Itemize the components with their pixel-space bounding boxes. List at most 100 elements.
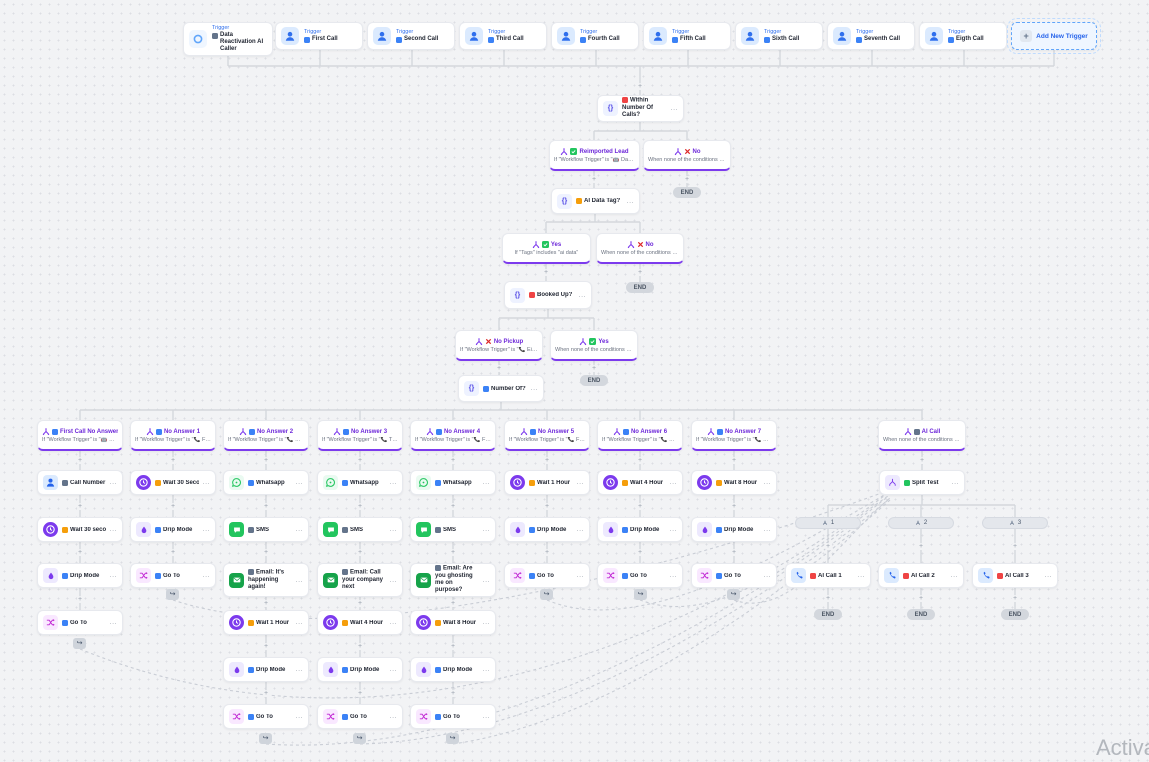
add-step-plus-icon[interactable]: + <box>683 175 691 183</box>
add-step-plus-icon[interactable]: + <box>730 548 738 556</box>
node-menu-icon[interactable]: ... <box>576 526 584 533</box>
add-step-plus-icon[interactable]: + <box>730 502 738 510</box>
add-step-plus-icon[interactable]: + <box>76 595 84 603</box>
node-email-are-you-ghosting-me-on-purpose[interactable]: Email: Are you ghosting me on purpose?..… <box>410 563 496 597</box>
add-step-plus-icon[interactable]: + <box>356 599 364 607</box>
node-menu-icon[interactable]: ... <box>295 713 303 720</box>
node-menu-icon[interactable]: ... <box>576 572 584 579</box>
node-wait-1-hour[interactable]: Wait 1 Hour... <box>504 470 590 495</box>
branch-first-call-no-answer-1[interactable]: First Call No Answer 1...If "Workflow Tr… <box>37 420 123 451</box>
add-step-plus-icon[interactable]: + <box>262 502 270 510</box>
node-menu-icon[interactable]: ... <box>295 666 303 673</box>
add-step-plus-icon[interactable]: + <box>636 548 644 556</box>
node-menu-icon[interactable]: ... <box>295 526 303 533</box>
add-step-plus-icon[interactable]: + <box>824 594 832 602</box>
add-step-plus-icon[interactable]: + <box>449 548 457 556</box>
node-drip-mode[interactable]: Drip Mode... <box>691 517 777 542</box>
node-whatsapp[interactable]: Whatsapp... <box>410 470 496 495</box>
add-step-plus-icon[interactable]: + <box>262 548 270 556</box>
node-menu-icon[interactable]: ... <box>202 479 210 486</box>
node-within-number-of-calls[interactable]: {}Within Number Of Calls?... <box>597 95 684 122</box>
node-sms[interactable]: SMS... <box>410 517 496 542</box>
goto-target-badge[interactable]: ↪ <box>353 733 366 744</box>
node-menu-icon[interactable]: ... <box>389 479 397 486</box>
add-step-plus-icon[interactable]: + <box>356 689 364 697</box>
add-step-plus-icon[interactable]: + <box>449 689 457 697</box>
node-menu-icon[interactable]: ... <box>109 619 117 626</box>
node-go-to[interactable]: Go To... <box>130 563 216 588</box>
node-drip-mode[interactable]: Drip Mode... <box>410 657 496 682</box>
node-menu-icon[interactable]: ... <box>669 479 677 486</box>
add-step-plus-icon[interactable]: + <box>917 594 925 602</box>
goto-target-badge[interactable]: ↪ <box>634 589 647 600</box>
add-step-plus-icon[interactable]: + <box>262 456 270 464</box>
add-step-plus-icon[interactable]: + <box>918 456 926 464</box>
add-step-plus-icon[interactable]: + <box>636 268 644 276</box>
add-new-trigger-button[interactable]: +Add New Trigger <box>1007 18 1101 54</box>
node-go-to[interactable]: Go To... <box>410 704 496 729</box>
node-menu-icon[interactable]: ... <box>295 619 303 626</box>
node-split-test[interactable]: Split Test... <box>879 470 965 495</box>
node-menu-icon[interactable]: ... <box>763 479 771 486</box>
node-menu-icon[interactable]: ... <box>626 197 634 205</box>
add-step-plus-icon[interactable]: + <box>76 502 84 510</box>
add-step-plus-icon[interactable]: + <box>449 456 457 464</box>
node-go-to[interactable]: Go To... <box>223 704 309 729</box>
node-menu-icon[interactable]: ... <box>669 526 677 533</box>
node-menu-icon[interactable]: ... <box>669 572 677 579</box>
node-menu-icon[interactable]: ... <box>576 479 584 486</box>
node-go-to[interactable]: Go To... <box>504 563 590 588</box>
node-menu-icon[interactable]: ... <box>389 526 397 533</box>
node-drip-mode[interactable]: Drip Mode... <box>130 517 216 542</box>
node-wait-8-hour[interactable]: Wait 8 Hour... <box>410 610 496 635</box>
add-step-plus-icon[interactable]: + <box>356 502 364 510</box>
node-menu-icon[interactable]: ... <box>389 576 397 584</box>
add-step-plus-icon[interactable]: + <box>636 456 644 464</box>
node-menu-icon[interactable]: ... <box>482 479 490 486</box>
add-step-plus-icon[interactable]: + <box>356 548 364 556</box>
add-step-plus-icon[interactable]: + <box>543 502 551 510</box>
node-menu-icon[interactable]: ... <box>482 576 490 584</box>
node-drip-mode[interactable]: Drip Mode... <box>37 563 123 588</box>
add-step-plus-icon[interactable]: + <box>262 642 270 650</box>
add-step-plus-icon[interactable]: + <box>356 456 364 464</box>
node-drip-mode[interactable]: Drip Mode... <box>597 517 683 542</box>
add-step-plus-icon[interactable]: + <box>449 599 457 607</box>
add-step-plus-icon[interactable]: + <box>169 502 177 510</box>
add-step-plus-icon[interactable]: + <box>542 268 550 276</box>
node-wait-4-hour[interactable]: Wait 4 Hour... <box>317 610 403 635</box>
node-menu-icon[interactable]: ... <box>482 713 490 720</box>
node-menu-icon[interactable]: ... <box>763 526 771 533</box>
add-step-plus-icon[interactable]: + <box>590 175 598 183</box>
add-step-plus-icon[interactable]: + <box>636 82 644 90</box>
node-ai-call-3[interactable]: AI Call 3... <box>972 563 1058 588</box>
add-step-plus-icon[interactable]: + <box>262 599 270 607</box>
add-step-plus-icon[interactable]: + <box>449 642 457 650</box>
node-menu-icon[interactable]: ... <box>109 572 117 579</box>
add-step-plus-icon[interactable]: + <box>449 502 457 510</box>
node-sms[interactable]: SMS... <box>223 517 309 542</box>
node-menu-icon[interactable]: ... <box>763 572 771 579</box>
add-step-plus-icon[interactable]: + <box>76 456 84 464</box>
node-menu-icon[interactable]: ... <box>482 666 490 673</box>
add-step-plus-icon[interactable]: + <box>76 548 84 556</box>
goto-target-badge[interactable]: ↪ <box>73 638 86 649</box>
node-go-to[interactable]: Go To... <box>317 704 403 729</box>
